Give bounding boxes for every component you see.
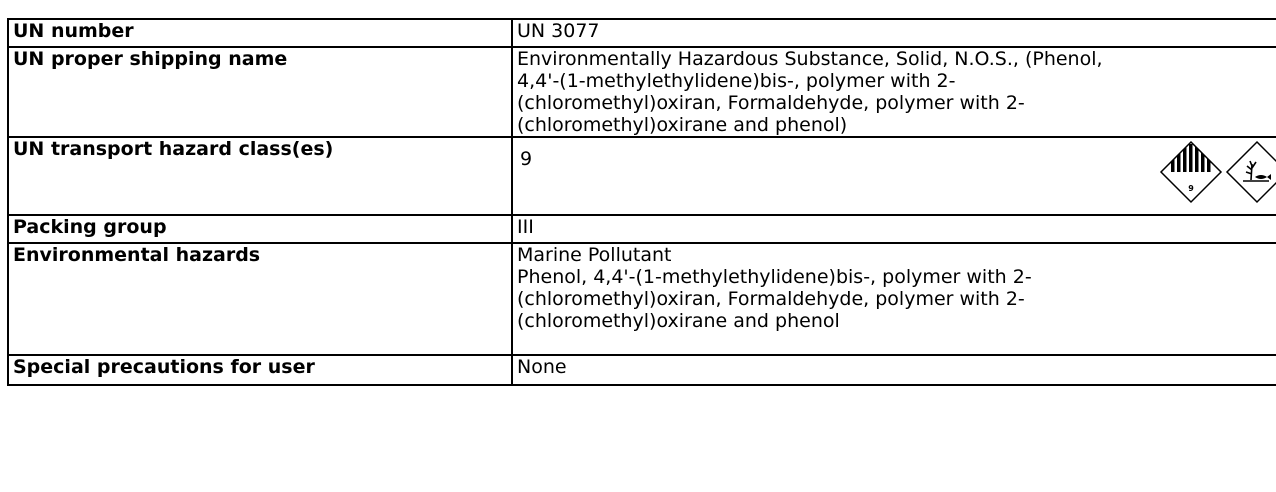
row-value-environmental-hazards: Marine Pollutant Phenol, 4,4'-(1-methyle… — [511, 242, 1276, 356]
value-line: (chloromethyl)oxirane and phenol — [517, 310, 840, 332]
value-line: Phenol, 4,4'-(1-methylethylidene)bis-, p… — [517, 266, 1032, 288]
row-label-packing-group: Packing group — [7, 214, 513, 244]
table-row: Special precautions for user None — [7, 354, 1276, 386]
table-row: UN transport hazard class(es) 9 — [7, 136, 1276, 216]
value-line: Environmentally Hazardous Substance, Sol… — [517, 48, 1103, 70]
row-value-un-number: UN 3077 — [511, 18, 1276, 48]
row-value-shipping-name: Environmentally Hazardous Substance, Sol… — [511, 46, 1276, 138]
row-label-hazard-class: UN transport hazard class(es) — [7, 136, 513, 216]
class-9-miscellaneous-hazard-icon: 9 — [1159, 140, 1223, 204]
row-value-special-precautions: None — [511, 354, 1276, 386]
environment-hazard-icon — [1225, 140, 1276, 204]
hazard-class-cell: 9 — [514, 139, 1276, 213]
table-row: UN proper shipping name Environmentally … — [7, 46, 1276, 138]
value-line: (chloromethyl)oxirane and phenol) — [517, 114, 848, 136]
row-value-hazard-class: 9 — [511, 136, 1276, 216]
value-line: (chloromethyl)oxiran, Formaldehyde, poly… — [517, 92, 1025, 114]
hazard-class-number: 9 — [520, 148, 533, 170]
row-label-shipping-name: UN proper shipping name — [7, 46, 513, 138]
row-label-environmental-hazards: Environmental hazards — [7, 242, 513, 356]
svg-text:9: 9 — [1188, 184, 1194, 193]
row-value-packing-group: III — [511, 214, 1276, 244]
value-line: None — [517, 356, 567, 378]
table-row: Environmental hazards Marine Pollutant P… — [7, 242, 1276, 356]
row-label-special-precautions: Special precautions for user — [7, 354, 513, 386]
row-label-un-number: UN number — [7, 18, 513, 48]
value-line: (chloromethyl)oxiran, Formaldehyde, poly… — [517, 288, 1025, 310]
table-row: Packing group III — [7, 214, 1276, 244]
value-line: Marine Pollutant — [517, 244, 672, 266]
value-line: 4,4'-(1-methylethylidene)bis-, polymer w… — [517, 70, 956, 92]
transport-information-table: UN number UN 3077 UN proper shipping nam… — [7, 18, 1276, 386]
hazard-pictograms: 9 — [1133, 140, 1276, 204]
table-row: UN number UN 3077 — [7, 18, 1276, 48]
value-line: UN 3077 — [517, 20, 600, 42]
value-line: III — [517, 216, 534, 238]
